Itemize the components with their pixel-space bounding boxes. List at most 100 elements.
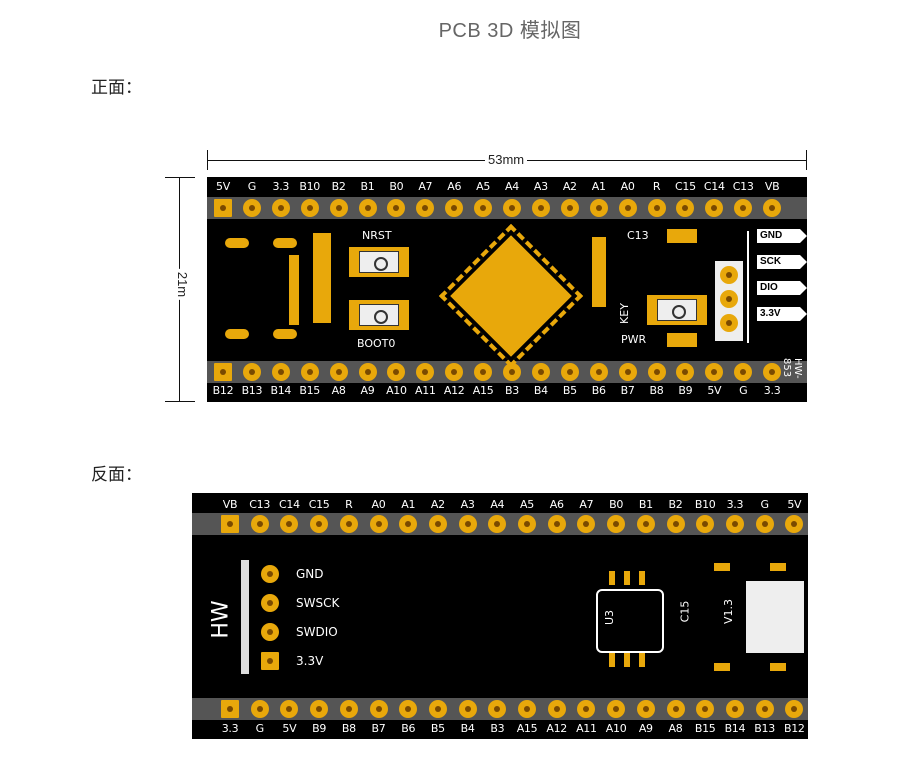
pin-label: G [247, 180, 257, 193]
pin-pad [488, 515, 507, 533]
pin-pad [474, 363, 493, 381]
pin-pad [445, 199, 464, 217]
usb-pad [289, 255, 299, 325]
pin-label: C14 [279, 498, 300, 511]
pin-pad [428, 700, 447, 718]
pin-label: B3 [490, 722, 505, 735]
swd-tag: DIO [757, 281, 807, 295]
pin-pad [577, 515, 596, 533]
pin-pad [387, 363, 406, 381]
pin-label: A12 [546, 722, 567, 735]
smd-pad [624, 653, 630, 667]
pin-label: A7 [579, 498, 594, 511]
pin-label: B1 [638, 498, 653, 511]
crystal-pad [273, 238, 297, 248]
front-section-label: 正面： [91, 78, 142, 97]
pin-label: C15 [675, 180, 696, 193]
pin-label: B1 [360, 180, 375, 193]
pin-pad [734, 363, 753, 381]
pin-pad [560, 199, 579, 217]
smd-pad [609, 571, 615, 585]
pin-pad [577, 700, 596, 718]
reset-button[interactable] [349, 247, 409, 277]
pin-label: B7 [371, 722, 386, 735]
pin-pad [503, 363, 521, 381]
pin-label: B8 [649, 384, 664, 397]
pin-label: B10 [299, 180, 321, 193]
hw-label: HW [208, 600, 234, 639]
pin-pad [518, 515, 536, 533]
swd-pad [261, 652, 279, 670]
pin-label: B12 [783, 722, 805, 735]
back-top-pin-row [192, 513, 808, 535]
pin-pad [250, 515, 269, 533]
swd-pad-label: SWSCK [296, 596, 340, 610]
smd-pad [770, 563, 786, 571]
pin-pad [531, 199, 550, 217]
pin-label: A2 [562, 180, 577, 193]
pin-label: A8 [668, 722, 683, 735]
pin-pad [547, 515, 566, 533]
pin-pad [428, 515, 447, 533]
pin-label: 5V [216, 180, 230, 193]
c15-label: C15 [678, 600, 692, 623]
c13-label: C13 [627, 229, 649, 242]
pin-pad [369, 700, 388, 718]
pin-pad [785, 515, 804, 533]
version-label: V1.3 [722, 598, 736, 625]
width-dimension-label: 53mm [485, 152, 528, 167]
smd-pad [639, 653, 645, 667]
pin-pad [666, 700, 685, 718]
pin-pad [339, 515, 358, 533]
boot0-button[interactable] [349, 300, 409, 330]
pin-pad [221, 515, 239, 533]
pin-pad [755, 700, 774, 718]
pin-label: A5 [476, 180, 491, 193]
swd-pad-label: GND [296, 567, 324, 581]
mcu-chip [438, 223, 584, 369]
pin-pad [369, 515, 388, 533]
pin-pad [416, 363, 435, 381]
boot0-label: BOOT0 [357, 337, 396, 350]
smd-pad [592, 237, 606, 307]
pin-pad [676, 199, 695, 217]
pin-label: A15 [472, 384, 494, 397]
pin-pad [488, 700, 507, 718]
pin-label: A3 [460, 498, 475, 511]
pin-pad [618, 199, 637, 217]
pin-label: A4 [505, 180, 519, 193]
back-bottom-pin-row [192, 698, 808, 720]
pin-pad [474, 199, 493, 217]
key-label: KEY [617, 303, 631, 324]
crystal-pad [273, 329, 297, 339]
pin-label: A6 [549, 498, 564, 511]
pin-label: G [255, 722, 265, 735]
pin-pad [503, 199, 521, 217]
pin-label: 3.3 [272, 180, 290, 193]
pin-pad [221, 700, 239, 718]
pin-label: A2 [430, 498, 445, 511]
crystal-pad [225, 329, 249, 339]
pin-pad [214, 199, 232, 217]
key-button[interactable] [647, 295, 707, 325]
pin-pad [589, 199, 608, 217]
pin-label: B2 [668, 498, 683, 511]
pin-pad [214, 363, 232, 381]
pin-pad [560, 363, 579, 381]
pin-pad [280, 515, 299, 533]
pin-label: B12 [212, 384, 234, 397]
page-title: PCB 3D 模拟图 [438, 20, 582, 42]
crystal-pad [225, 238, 249, 248]
pin-pad [589, 363, 608, 381]
pin-pad [280, 700, 299, 718]
pin-label: B10 [694, 498, 716, 511]
pin-pad [696, 515, 715, 533]
swd-header [715, 261, 743, 341]
pin-pad [666, 515, 685, 533]
pin-label: VB [222, 498, 238, 511]
swd-pad-label: 3.3V [296, 654, 324, 668]
pin-pad [647, 363, 666, 381]
pin-label: B13 [241, 384, 263, 397]
pin-pad [696, 700, 715, 718]
